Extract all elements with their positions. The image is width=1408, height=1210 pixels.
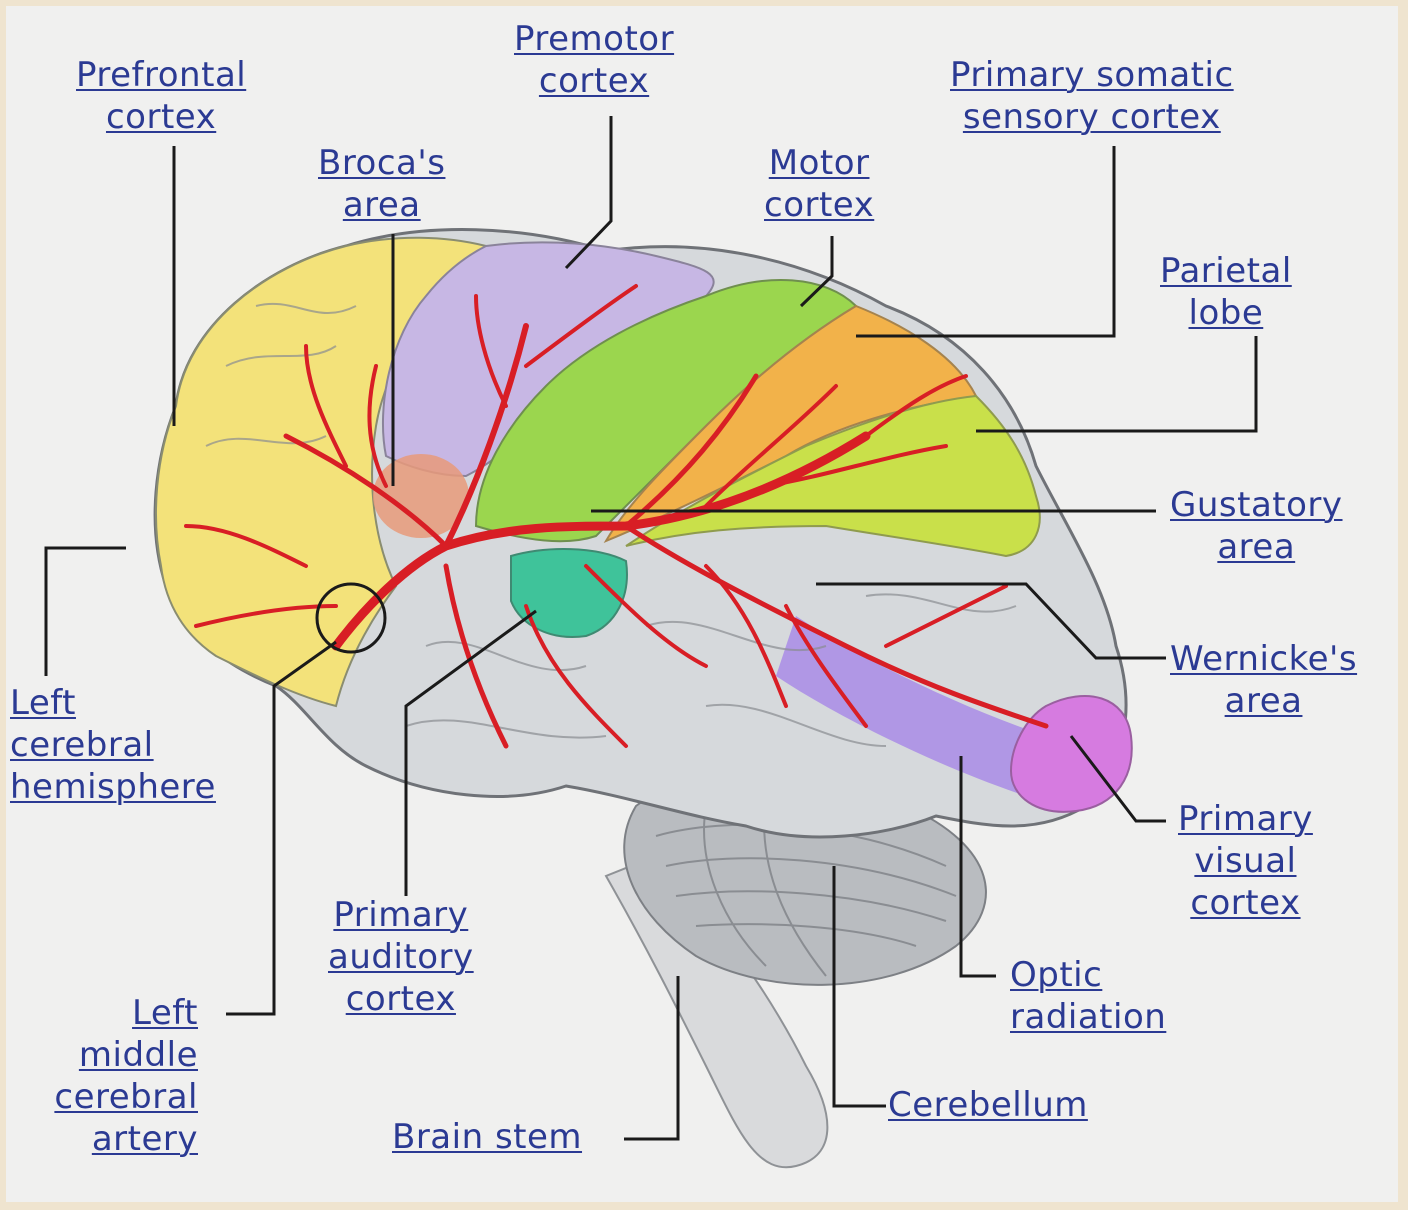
- label-brain-stem[interactable]: Brain stem: [392, 1117, 583, 1157]
- label-parietal-lobe[interactable]: Parietal lobe: [1160, 251, 1292, 333]
- label-gustatory-area[interactable]: Gustatory area: [1170, 485, 1343, 567]
- label-primary-somatic-sensory-cortex[interactable]: Primary somatic sensory cortex: [950, 55, 1234, 137]
- label-brocas-area[interactable]: Broca's area: [318, 143, 446, 225]
- label-prefrontal-cortex[interactable]: Prefrontal cortex: [76, 55, 247, 137]
- artery-origin-circle: [315, 582, 387, 654]
- diagram-frame: Prefrontal cortex Premotor cortex Primar…: [6, 6, 1398, 1202]
- label-motor-cortex[interactable]: Motor cortex: [764, 143, 875, 225]
- label-premotor-cortex[interactable]: Premotor cortex: [514, 19, 675, 101]
- leader-lines: [44, 116, 1258, 1141]
- label-primary-visual-cortex[interactable]: Primary visual cortex: [1178, 799, 1313, 923]
- label-left-middle-cerebral-artery[interactable]: Left middle cerebral artery: [54, 993, 198, 1159]
- label-left-cerebral-hemisphere[interactable]: Left cerebral hemisphere: [10, 683, 216, 807]
- brain-diagram: [44, 116, 1258, 1169]
- label-cerebellum[interactable]: Cerebellum: [888, 1085, 1088, 1125]
- broca-region: [373, 454, 469, 538]
- sulci: [205, 302, 1017, 747]
- optic-radiation-region: [776, 616, 1046, 796]
- arteries: [184, 284, 1049, 749]
- label-wernickes-area[interactable]: Wernicke's area: [1170, 639, 1358, 721]
- label-optic-radiation[interactable]: Optic radiation: [1010, 955, 1167, 1037]
- label-primary-auditory-cortex[interactable]: Primary auditory cortex: [328, 895, 474, 1019]
- prefrontal-region: [155, 236, 488, 708]
- parietal-region: [625, 394, 1041, 558]
- somatic-sensory-region: [603, 304, 978, 544]
